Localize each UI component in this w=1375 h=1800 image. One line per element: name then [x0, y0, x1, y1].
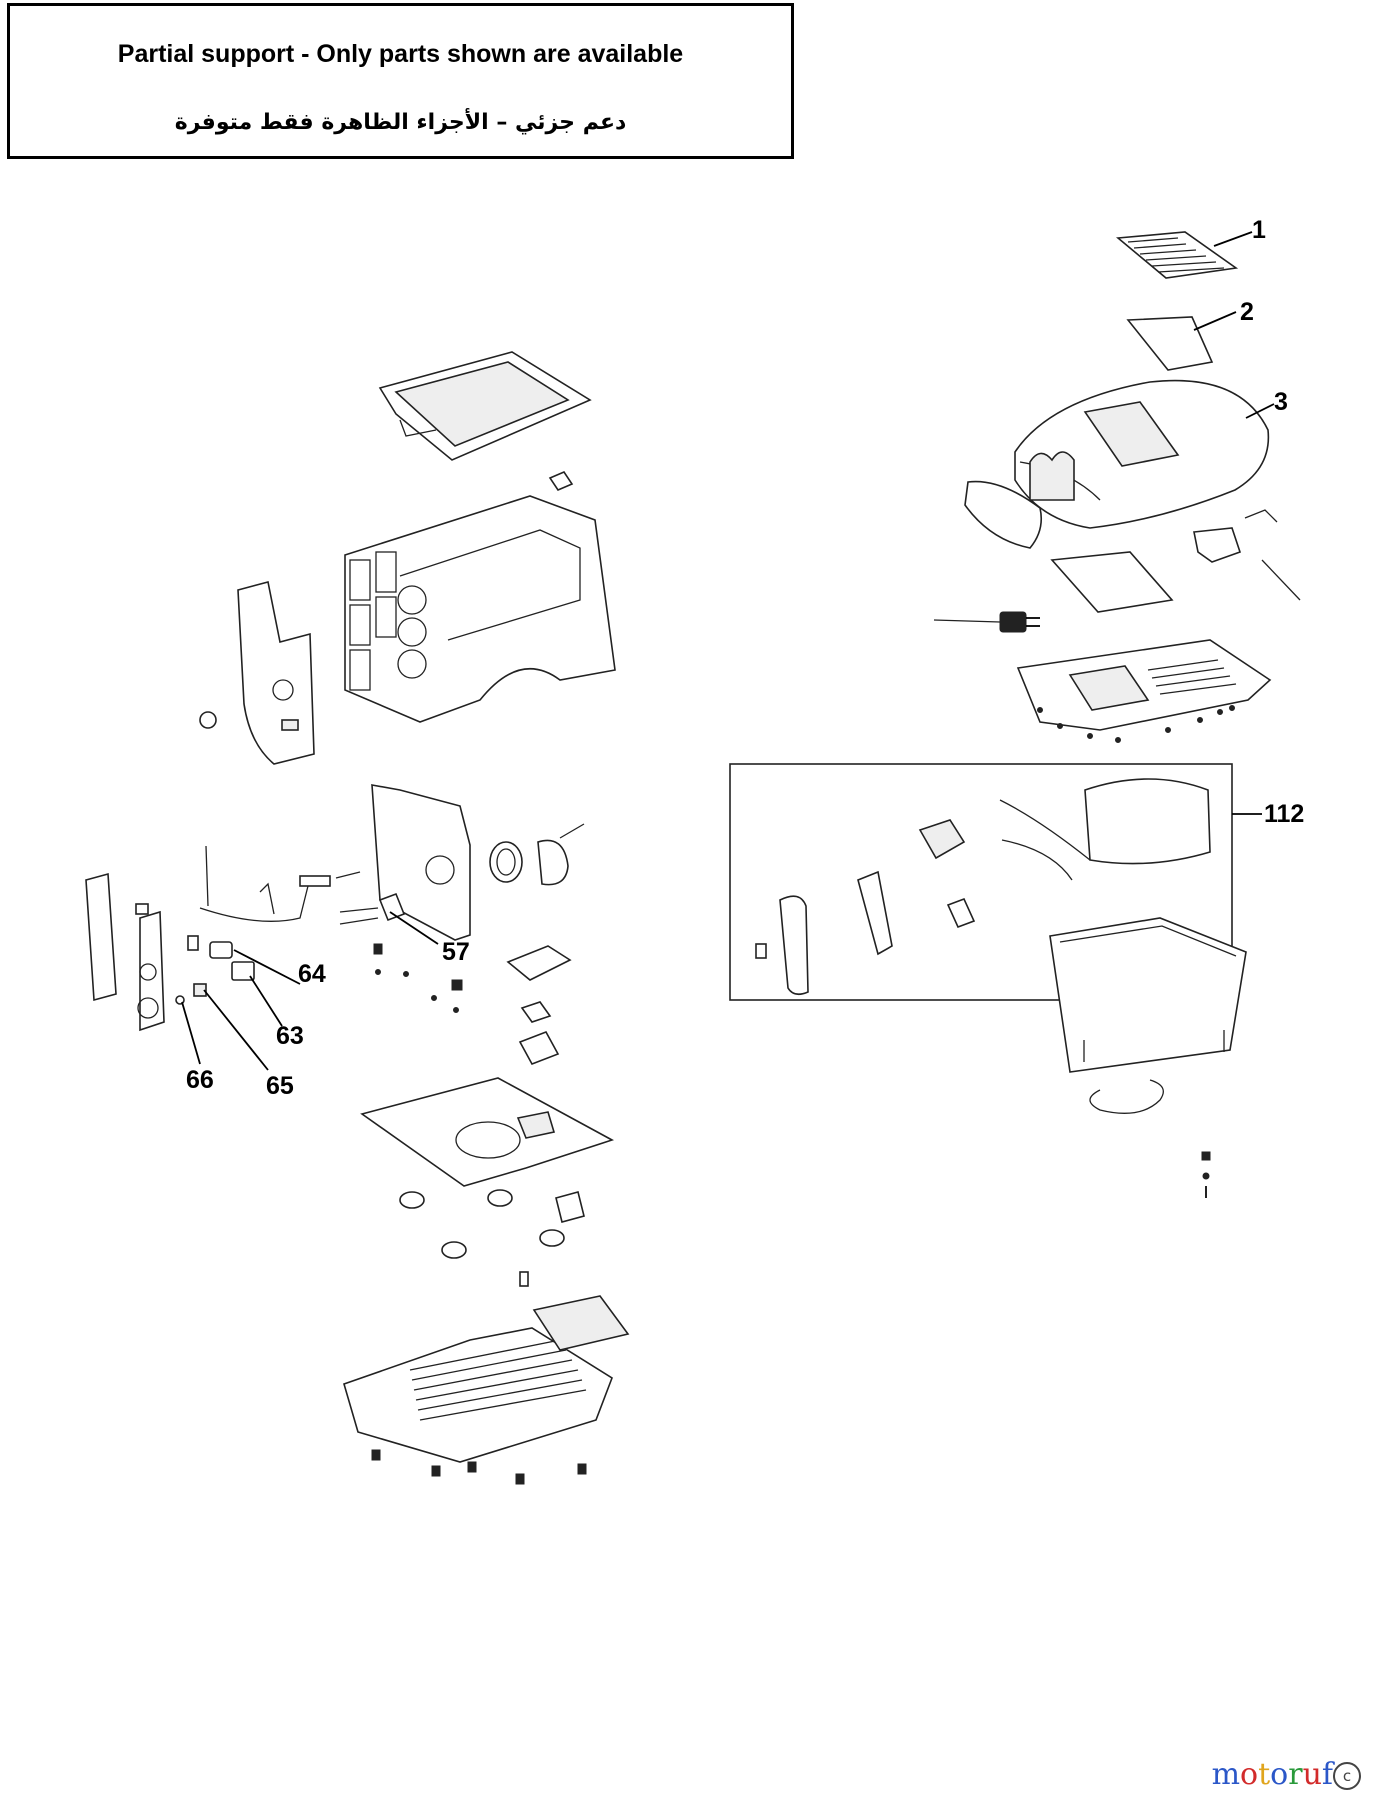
callout-64: 64	[298, 960, 326, 988]
basin-screws[interactable]	[1201, 1151, 1211, 1198]
callout-leaders	[181, 231, 1275, 1071]
callout-63: 63	[276, 1022, 304, 1050]
chassis-plate[interactable]	[1016, 639, 1272, 743]
assembly-112-parts[interactable]	[755, 778, 1211, 996]
notice-arabic: دعم جزئي – الأجزاء الظاهرة فقط متوفرة	[174, 110, 627, 135]
base-plate[interactable]	[360, 1077, 615, 1187]
lid-hinge-hardware[interactable]	[1193, 509, 1301, 601]
callout-3: 3	[1274, 388, 1288, 416]
heating-basin[interactable]	[1049, 917, 1247, 1114]
bottom-grid-tray[interactable]	[343, 1295, 630, 1463]
watermark-letter: u	[1302, 1757, 1322, 1792]
timer-coil[interactable]	[489, 823, 585, 886]
part-2-filter[interactable]	[1126, 316, 1214, 371]
availability-notice: Partial support - Only parts shown are a…	[7, 3, 794, 159]
watermark-letter: r	[1288, 1757, 1303, 1792]
part-64-button[interactable]	[209, 941, 233, 959]
connector-block[interactable]	[506, 945, 572, 1065]
insulation-sheet[interactable]	[1050, 551, 1174, 613]
watermark-letter: m	[1211, 1757, 1241, 1792]
callout-1: 1	[1252, 216, 1266, 244]
assembly-112-box[interactable]	[729, 763, 1233, 1001]
part-1-grate[interactable]	[1116, 231, 1239, 279]
watermark-letter: o	[1240, 1757, 1259, 1792]
fastener-column[interactable]	[373, 943, 463, 1013]
callout-2: 2	[1240, 298, 1254, 326]
front-control-panel[interactable]	[85, 872, 199, 1032]
bottom-screws[interactable]	[371, 1449, 587, 1485]
feet-assembly[interactable]	[399, 1189, 585, 1287]
power-cord[interactable]	[933, 611, 1040, 633]
top-frame-tray[interactable]	[378, 351, 592, 461]
watermark-letter: f	[1321, 1757, 1333, 1792]
callout-112: 112	[1264, 800, 1304, 828]
part-3-lid[interactable]	[964, 379, 1270, 549]
lever-bracket[interactable]	[199, 845, 361, 922]
part-65-tab[interactable]	[193, 983, 207, 997]
watermark-letter: t	[1258, 1757, 1271, 1792]
side-panel[interactable]	[199, 581, 315, 765]
top-clip[interactable]	[548, 471, 574, 491]
callout-66: 66	[186, 1066, 214, 1094]
notice-english: Partial support - Only parts shown are a…	[117, 40, 684, 68]
part-63-switch[interactable]	[231, 961, 255, 981]
switch-57[interactable]	[339, 892, 406, 925]
callout-65: 65	[266, 1072, 294, 1100]
callout-57: 57	[442, 938, 470, 966]
copyright-icon: c	[1333, 1762, 1361, 1790]
watermark-letter: o	[1270, 1757, 1289, 1792]
main-housing[interactable]	[344, 495, 616, 723]
